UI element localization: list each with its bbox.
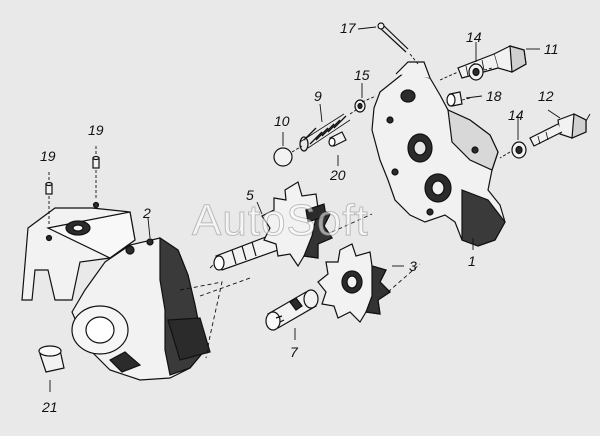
part-14-washer-lower (511, 141, 527, 159)
part-19-dowel-left (45, 181, 53, 195)
part-10-ball (273, 147, 293, 167)
callout-11: 11 (544, 41, 559, 57)
callout-5: 5 (246, 187, 254, 203)
callout-19-right: 19 (88, 122, 104, 138)
part-11-bolt (457, 45, 527, 79)
part-15-ring (354, 99, 366, 113)
part-9-spring (299, 113, 351, 152)
callout-15: 15 (354, 67, 370, 83)
callout-7: 7 (290, 344, 298, 360)
callout-18: 18 (486, 88, 502, 104)
part-20-pin (328, 131, 347, 147)
watermark-text: AutoSoft (192, 196, 369, 246)
callout-1: 1 (468, 253, 476, 269)
part-12-bolt (529, 113, 587, 147)
callout-19-left: 19 (40, 148, 56, 164)
part-3-driven-gear (317, 243, 391, 323)
callout-20: 20 (330, 167, 346, 183)
callout-14-upper: 14 (466, 29, 482, 45)
callout-9: 9 (314, 88, 322, 104)
callout-2: 2 (143, 205, 151, 221)
callout-14-lower: 14 (508, 107, 524, 123)
part-17-cotter-pin (377, 22, 409, 53)
callout-12: 12 (538, 88, 554, 104)
part-18-plug (446, 91, 463, 107)
part-7-pin (265, 289, 319, 331)
part-19-dowel-right (92, 155, 100, 169)
part-21-cap (38, 345, 65, 373)
callout-10: 10 (274, 113, 290, 129)
part-14-washer-upper (468, 63, 484, 81)
part-2-pump-body (21, 201, 211, 381)
callout-17: 17 (340, 20, 356, 36)
assembly-lines (48, 26, 591, 392)
part-5-drive-gear-shaft (213, 181, 333, 271)
callout-21: 21 (42, 399, 58, 415)
callout-3: 3 (409, 258, 417, 274)
part-1-pump-cover (371, 61, 506, 247)
